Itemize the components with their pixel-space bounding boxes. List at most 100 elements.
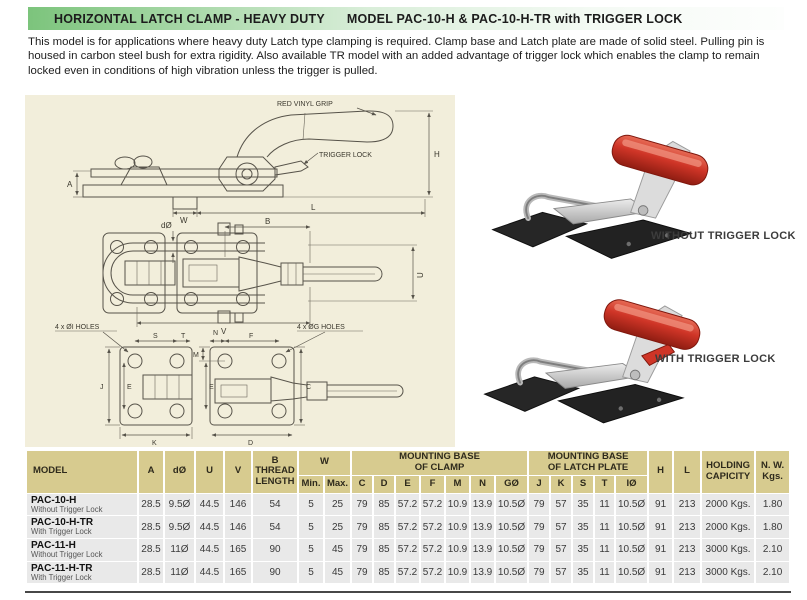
model-note: Without Trigger Lock: [31, 549, 103, 559]
value-cell: 85: [374, 493, 394, 516]
column-header-k: K: [551, 475, 572, 493]
value-cell: 57.2: [421, 516, 444, 538]
column-header-t: T: [595, 475, 615, 493]
value-cell: 11: [595, 561, 615, 584]
value-cell: 85: [374, 516, 394, 538]
dim-label-k: K: [152, 440, 157, 447]
model-note: Without Trigger Lock: [31, 504, 103, 514]
column-header-a: A: [139, 451, 163, 493]
value-cell: 91: [649, 516, 673, 538]
value-cell: 44.5: [196, 538, 223, 561]
column-header-min: Min.: [299, 475, 323, 493]
value-cell: 28.5: [139, 493, 163, 516]
value-cell: 10.5Ø: [616, 561, 648, 584]
dim-label-s: S: [153, 333, 158, 340]
dim-label-w: W: [180, 216, 188, 225]
dim-label-e-right: E: [209, 384, 214, 391]
column-header-c: C: [352, 475, 372, 493]
column-header-g: GØ: [496, 475, 528, 493]
column-header-v: V: [225, 451, 251, 493]
value-cell: 28.5: [139, 561, 163, 584]
photo-with-trigger-lock: [483, 299, 701, 424]
value-cell: 2.10: [756, 538, 790, 561]
value-cell: 79: [529, 561, 550, 584]
model-name: PAC-10-H: [31, 494, 77, 506]
callout-i-holes: 4 x ØI HOLES: [55, 324, 100, 331]
value-cell: 85: [374, 561, 394, 584]
value-cell: 10.5Ø: [616, 516, 648, 538]
dim-label-f: F: [249, 333, 253, 340]
value-cell: 1.80: [756, 516, 790, 538]
value-cell: 5: [299, 538, 323, 561]
dim-label-d-bottom: D: [248, 440, 253, 447]
value-cell: 13.9: [471, 561, 494, 584]
value-cell: 57.2: [421, 538, 444, 561]
value-cell: 165: [225, 561, 251, 584]
value-cell: 10.9: [446, 538, 469, 561]
value-cell: 25: [325, 493, 350, 516]
value-cell: 79: [352, 493, 372, 516]
model-name: PAC-11-H: [31, 539, 76, 551]
top-view: dØ B V U: [102, 217, 425, 336]
callout-trigger-lock: TRIGGER LOCK: [319, 152, 372, 159]
value-cell: 57.2: [396, 538, 419, 561]
column-header-n: N: [471, 475, 494, 493]
value-cell: 5: [299, 516, 323, 538]
dim-label-l: L: [311, 203, 316, 212]
dim-label-e-left: E: [127, 384, 132, 391]
value-cell: 79: [529, 516, 550, 538]
value-cell: 57: [551, 516, 572, 538]
value-cell: 10.5Ø: [496, 561, 528, 584]
value-cell: 91: [649, 493, 673, 516]
value-cell: 146: [225, 516, 251, 538]
column-header-d: D: [374, 475, 394, 493]
value-cell: 45: [325, 561, 350, 584]
page-title-model: MODEL PAC-10-H & PAC-10-H-TR with TRIGGE…: [346, 11, 683, 26]
model-note: With Trigger Lock: [31, 572, 92, 582]
value-cell: 45: [325, 538, 350, 561]
value-cell: 44.5: [196, 561, 223, 584]
column-header-l: L: [674, 451, 701, 493]
value-cell: 213: [674, 516, 701, 538]
value-cell: 11: [595, 516, 615, 538]
value-cell: 44.5: [196, 516, 223, 538]
value-cell: 213: [674, 561, 701, 584]
value-cell: 57: [551, 538, 572, 561]
value-cell: 91: [649, 538, 673, 561]
column-group-mounting-base-latch: MOUNTING BASE OF LATCH PLATE: [529, 451, 648, 475]
photo-without-trigger-lock: [491, 134, 709, 259]
product-photos: WITHOUT TRIGGER LOCK: [455, 95, 807, 447]
column-header-model: MODEL: [27, 451, 137, 493]
value-cell: 5: [299, 561, 323, 584]
value-cell: 91: [649, 561, 673, 584]
value-cell: 79: [352, 516, 372, 538]
model-name: PAC-11-H-TR: [31, 562, 93, 574]
model-note: With Trigger Lock: [31, 527, 92, 537]
column-header-holding-capacity: HOLDING CAPICITY: [702, 451, 755, 493]
dim-label-u: U: [416, 272, 425, 278]
value-cell: 79: [529, 493, 550, 516]
value-cell: 85: [374, 538, 394, 561]
value-cell: 9.5Ø: [165, 493, 194, 516]
dim-label-m: M: [193, 352, 199, 359]
value-cell: 11: [595, 493, 615, 516]
value-cell: 57.2: [396, 516, 419, 538]
dim-label-j: J: [100, 384, 104, 391]
column-header-h: H: [649, 451, 673, 493]
value-cell: 1.80: [756, 493, 790, 516]
value-cell: 79: [529, 538, 550, 561]
bottom-rule: [25, 591, 791, 593]
column-group-w: W: [299, 451, 350, 475]
value-cell: 57.2: [421, 493, 444, 516]
value-cell: 165: [225, 538, 251, 561]
column-header-i: IØ: [616, 475, 648, 493]
dim-label-t: T: [181, 333, 186, 340]
value-cell: 13.9: [471, 538, 494, 561]
